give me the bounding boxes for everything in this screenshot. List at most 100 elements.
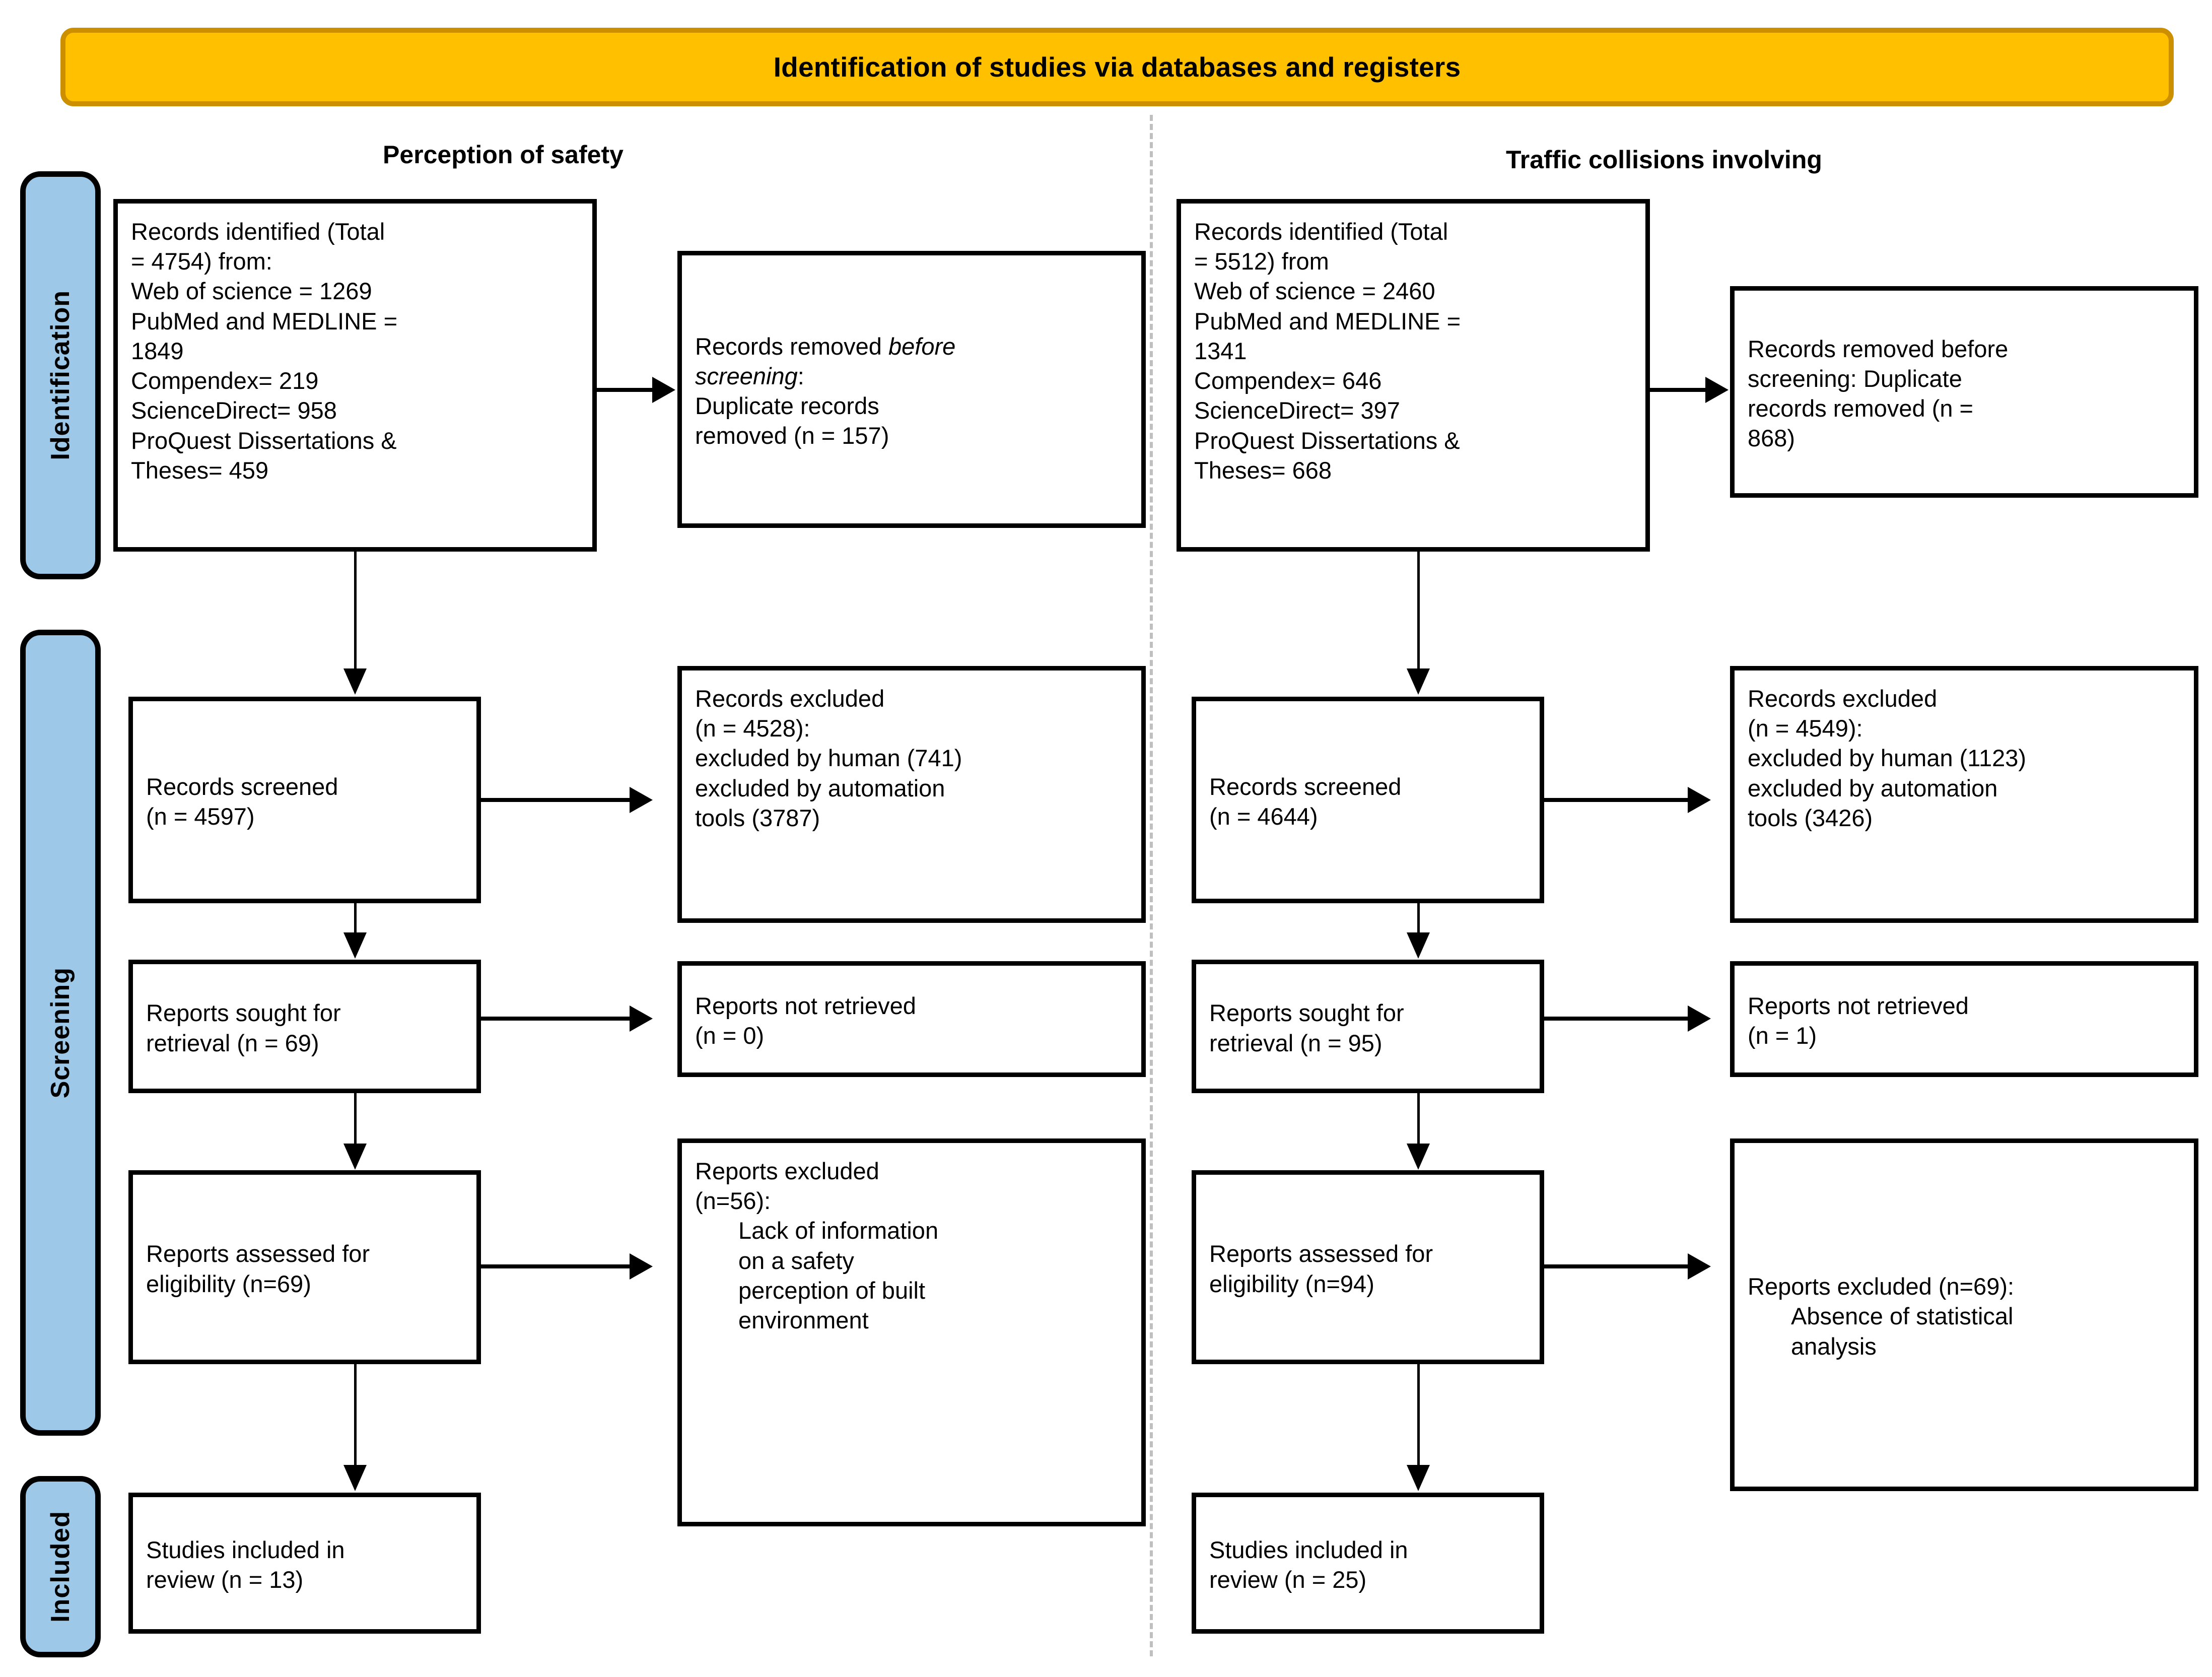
box-right-reports-not-retrieved: Reports not retrieved (n = 1) [1730, 961, 2198, 1077]
stage-pill-included: Included [20, 1476, 101, 1657]
text-line: retrieval (n = 95) [1209, 1029, 1382, 1056]
text-line: Records screened [146, 773, 338, 800]
text-line: (n = 0) [695, 1022, 765, 1049]
text-line: Studies included in [1209, 1536, 1408, 1563]
box-right-reports-sought: Reports sought for retrieval (n = 95) [1192, 960, 1544, 1093]
box-left-records-excluded: Records excluded (n = 4528): excluded by… [677, 666, 1146, 923]
diagram-banner: Identification of studies via databases … [60, 28, 2174, 106]
box-right-reports-assessed: Reports assessed for eligibility (n=94) [1192, 1170, 1544, 1364]
box-left-reports-sought: Reports sought for retrieval (n = 69) [128, 960, 481, 1093]
box-right-records-excluded: Records excluded (n = 4549): excluded by… [1730, 666, 2198, 923]
text-line: excluded by human (1123) [1748, 745, 2027, 772]
text-line: Absence of statistical [1791, 1303, 2014, 1330]
box-right-records-identified: Records identified (Total = 5512) from W… [1177, 199, 1650, 552]
arrowhead-right [1688, 1005, 1711, 1032]
text-line: screening: Duplicate [1748, 365, 1962, 392]
text-line: ScienceDirect= 397 [1194, 397, 1400, 424]
text-line: Reports sought for [1209, 999, 1404, 1027]
text-span-italic: screening [695, 362, 798, 389]
connector-left-identified-to-removed [597, 388, 652, 392]
arrowhead-right [1688, 787, 1711, 813]
text-span: Records removed [695, 332, 888, 360]
arrowhead-down [1407, 1144, 1430, 1170]
box-right-studies-included: Studies included in review (n = 25) [1192, 1493, 1544, 1634]
text-span: : [797, 362, 804, 389]
text-span-italic: before [888, 332, 956, 360]
arrowhead-down [343, 668, 367, 695]
arrowhead-down [1407, 668, 1430, 695]
text-line: PubMed and MEDLINE = [1194, 307, 1461, 334]
text-line: Lack of information [738, 1217, 939, 1244]
connector-right-sought-to-assessed [1417, 1093, 1420, 1144]
text-line: excluded by human (741) [695, 745, 962, 772]
text-line: review (n = 25) [1209, 1566, 1367, 1593]
banner-title: Identification of studies via databases … [773, 51, 1461, 83]
connector-left-screened-to-sought [354, 903, 357, 932]
arrowhead-right [630, 1253, 653, 1280]
stage-label-identification: Identification [46, 290, 75, 460]
text-line: environment [738, 1307, 869, 1334]
text-line: records removed (n = [1748, 395, 1973, 422]
text-line: Reports not retrieved [1748, 992, 1969, 1019]
connector-right-screened-to-excluded [1544, 798, 1688, 802]
box-left-studies-included: Studies included in review (n = 13) [128, 1493, 481, 1634]
text-line: (n = 4644) [1209, 803, 1318, 830]
arrowhead-right [1688, 1253, 1711, 1280]
connector-left-assessed-to-included [354, 1364, 357, 1465]
text-line: Records identified (Total [1194, 218, 1448, 245]
text-line: (n = 4549): [1748, 715, 1863, 742]
connector-right-assessed-to-repexcluded [1544, 1264, 1688, 1268]
stage-label-screening: Screening [46, 967, 75, 1099]
stage-label-included: Included [46, 1511, 75, 1623]
text-line: tools (3426) [1748, 804, 1873, 831]
text-line: (n = 1) [1748, 1022, 1817, 1049]
connector-left-sought-to-assessed [354, 1093, 357, 1144]
text-line: 1849 [131, 337, 184, 364]
arrowhead-down [1407, 932, 1430, 959]
text-line: ProQuest Dissertations & [1194, 427, 1460, 454]
connector-left-screened-to-excluded [481, 798, 630, 802]
box-left-records-screened: Records screened (n = 4597) [128, 697, 481, 903]
column-header-right: Traffic collisions involving [1506, 146, 1822, 174]
text-line: (n=56): [695, 1187, 771, 1215]
connector-right-screened-to-sought [1417, 903, 1420, 932]
text-line: (n = 4528): [695, 715, 810, 742]
stage-pill-screening: Screening [20, 630, 101, 1436]
text-line: Theses= 668 [1194, 456, 1332, 484]
text-line: ScienceDirect= 958 [131, 397, 337, 424]
text-line: ProQuest Dissertations & [131, 427, 397, 454]
text-line: Records removed before [1748, 335, 2009, 362]
text-line: PubMed and MEDLINE = [131, 307, 398, 334]
arrowhead-right [652, 377, 675, 403]
connector-right-sought-to-notretrieved [1544, 1017, 1688, 1021]
text-line: Reports sought for [146, 999, 341, 1027]
connector-right-identified-to-screened [1417, 552, 1420, 668]
box-right-records-screened: Records screened (n = 4644) [1192, 697, 1544, 903]
text-line: = 5512) from [1194, 248, 1329, 275]
text-line: Compendex= 219 [131, 367, 319, 394]
text-line: Reports excluded [695, 1158, 879, 1184]
text-line: Records identified (Total [131, 218, 385, 245]
arrowhead-right [630, 787, 653, 813]
arrowhead-down [1407, 1465, 1430, 1491]
text-line: Web of science = 1269 [131, 278, 372, 305]
text-line: Compendex= 646 [1194, 367, 1382, 394]
text-line: Records removed before [695, 331, 1128, 361]
box-right-reports-excluded: Reports excluded (n=69): Absence of stat… [1730, 1138, 2198, 1491]
connector-left-sought-to-notretrieved [481, 1017, 630, 1021]
connector-left-assessed-to-repexcluded [481, 1264, 630, 1268]
text-line: analysis [1791, 1332, 1877, 1360]
text-line: Theses= 459 [131, 456, 269, 484]
box-left-reports-not-retrieved: Reports not retrieved (n = 0) [677, 961, 1146, 1077]
connector-right-identified-to-removed [1650, 388, 1705, 392]
text-line: Reports not retrieved [695, 992, 916, 1019]
column-divider [1150, 115, 1153, 1656]
text-line: excluded by automation [1748, 774, 1998, 801]
arrowhead-down [343, 932, 367, 959]
arrowhead-right [630, 1005, 653, 1032]
text-line: Reports excluded (n=69): [1748, 1273, 2015, 1300]
text-line: Duplicate records [695, 392, 879, 419]
text-line: review (n = 13) [146, 1566, 304, 1593]
text-line: Studies included in [146, 1536, 345, 1563]
